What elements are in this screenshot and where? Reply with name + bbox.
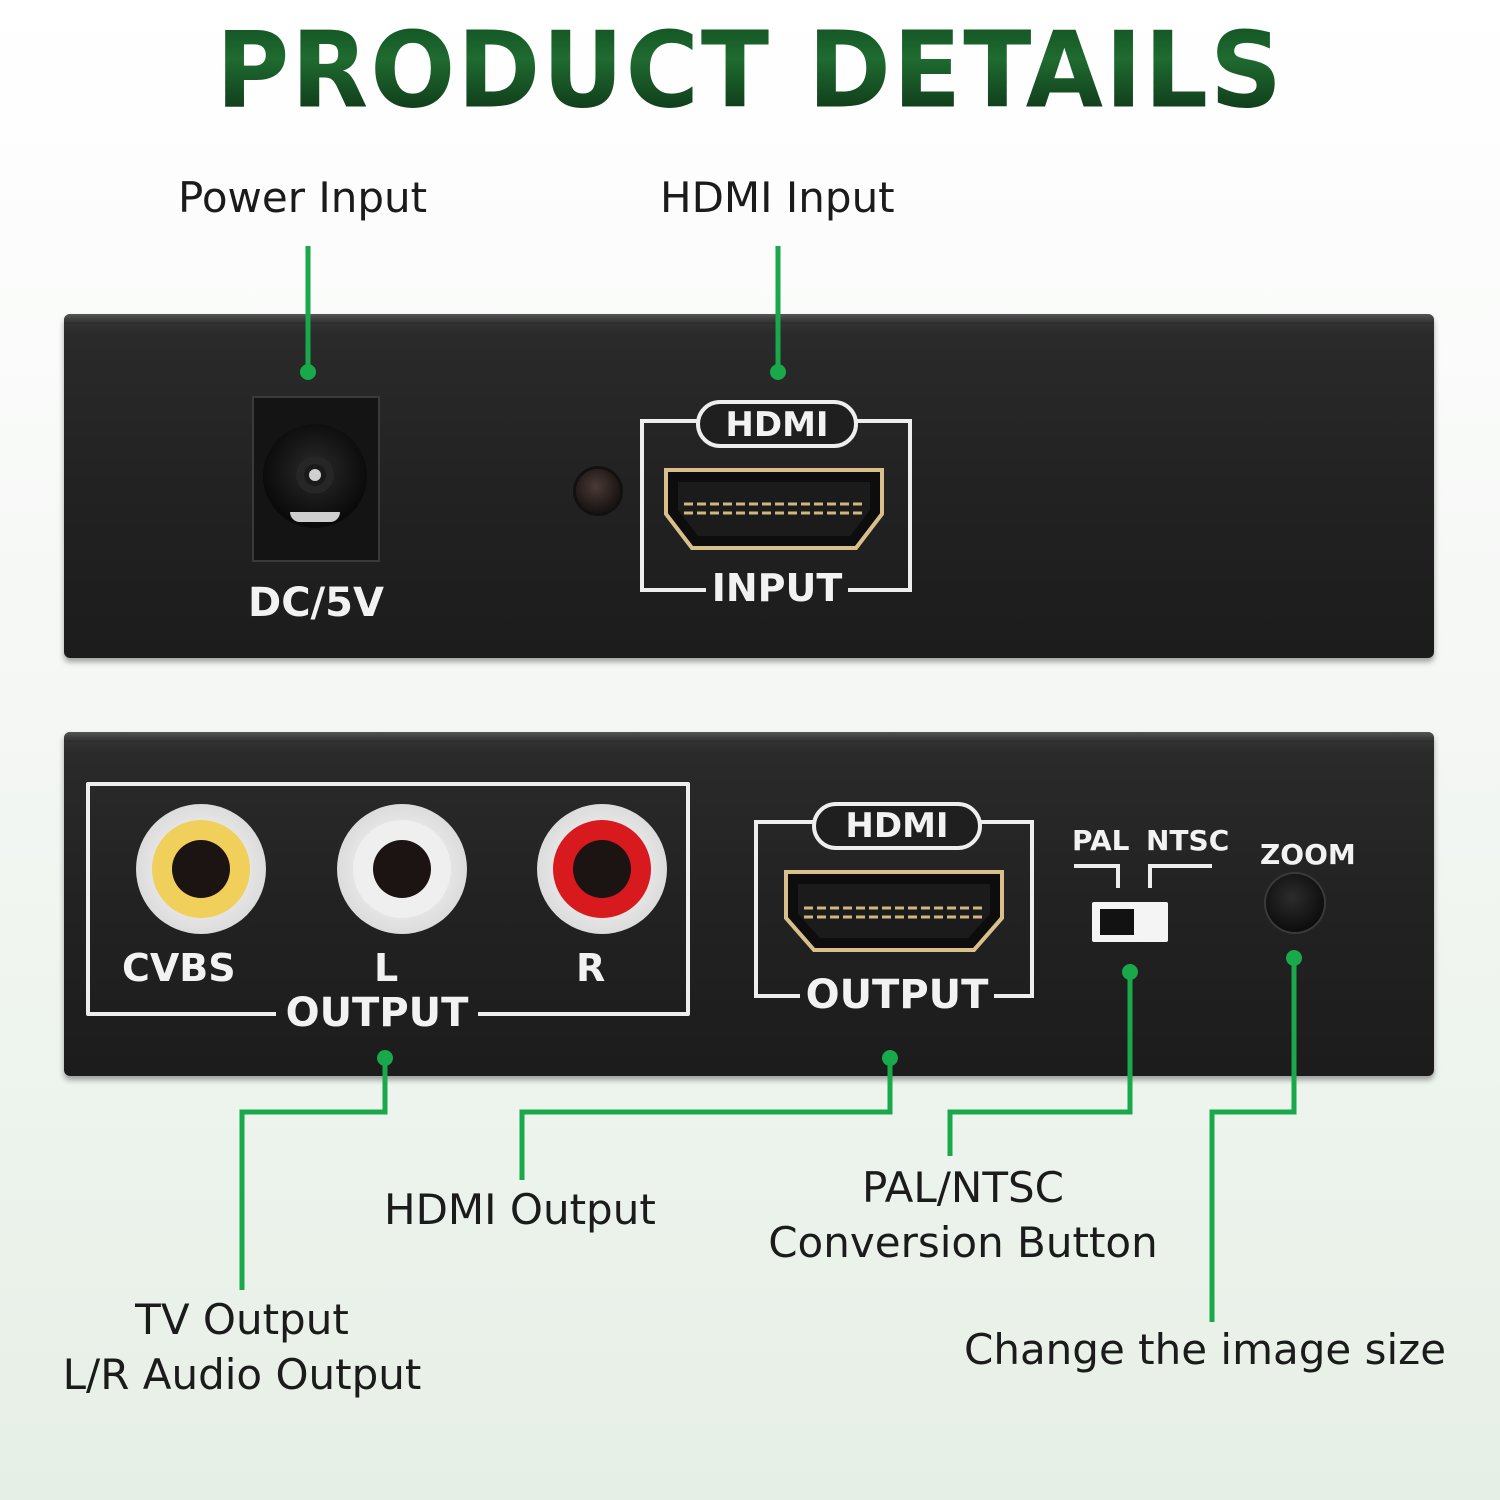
rca-right-label: R xyxy=(576,946,606,990)
dc-label: DC/5V xyxy=(248,580,384,626)
switch-ntsc-label: NTSC xyxy=(1146,824,1230,857)
av-output-frame xyxy=(86,782,690,1016)
switch-pal-label: PAL xyxy=(1072,824,1130,857)
rca-right-jack[interactable] xyxy=(537,804,667,934)
av-output-caption: OUTPUT xyxy=(285,990,469,1036)
rca-cvbs-jack[interactable] xyxy=(136,804,266,934)
hdmi-input-badge: HDMI xyxy=(725,405,829,445)
pal-ntsc-switch[interactable] xyxy=(1092,902,1168,942)
callout-pal-ntsc-line1: PAL/NTSC xyxy=(862,1163,1064,1212)
hdmi-output-badge: HDMI xyxy=(845,806,949,846)
zoom-button[interactable] xyxy=(1266,874,1324,932)
rca-left-label: L xyxy=(374,946,399,990)
hdmi-output-port[interactable] xyxy=(64,732,1434,1076)
power-led xyxy=(576,469,620,513)
callout-tv-output-line2: L/R Audio Output xyxy=(62,1350,422,1399)
zoom-label: ZOOM xyxy=(1260,838,1356,871)
dc-power-jack[interactable] xyxy=(252,396,380,562)
callout-power-input: Power Input xyxy=(178,173,428,222)
page-title: PRODUCT DETAILS xyxy=(0,9,1500,132)
switch-bracket xyxy=(1074,864,1212,888)
rca-left-jack[interactable] xyxy=(337,804,467,934)
device-back-panel-input: DC/5V HDMI INPUT xyxy=(64,314,1434,658)
callout-tv-output-line1: TV Output xyxy=(135,1295,349,1344)
hdmi-output-frame xyxy=(754,802,1034,998)
callout-zoom: Change the image size xyxy=(964,1325,1447,1374)
hdmi-output-caption: OUTPUT xyxy=(805,972,989,1018)
hdmi-input-port[interactable] xyxy=(64,314,1434,658)
callout-pal-ntsc-line2: Conversion Button xyxy=(768,1218,1158,1267)
rca-cvbs-label: CVBS xyxy=(122,946,236,990)
background-wave xyxy=(0,1080,1500,1480)
callout-hdmi-output: HDMI Output xyxy=(384,1185,656,1234)
device-back-panel-output: CVBS L R OUTPUT HDMI OUTPUT PAL NTSC ZOO… xyxy=(64,732,1434,1076)
hdmi-input-frame xyxy=(640,400,912,592)
hdmi-input-caption: INPUT xyxy=(711,566,843,610)
callout-hdmi-input: HDMI Input xyxy=(660,173,895,222)
